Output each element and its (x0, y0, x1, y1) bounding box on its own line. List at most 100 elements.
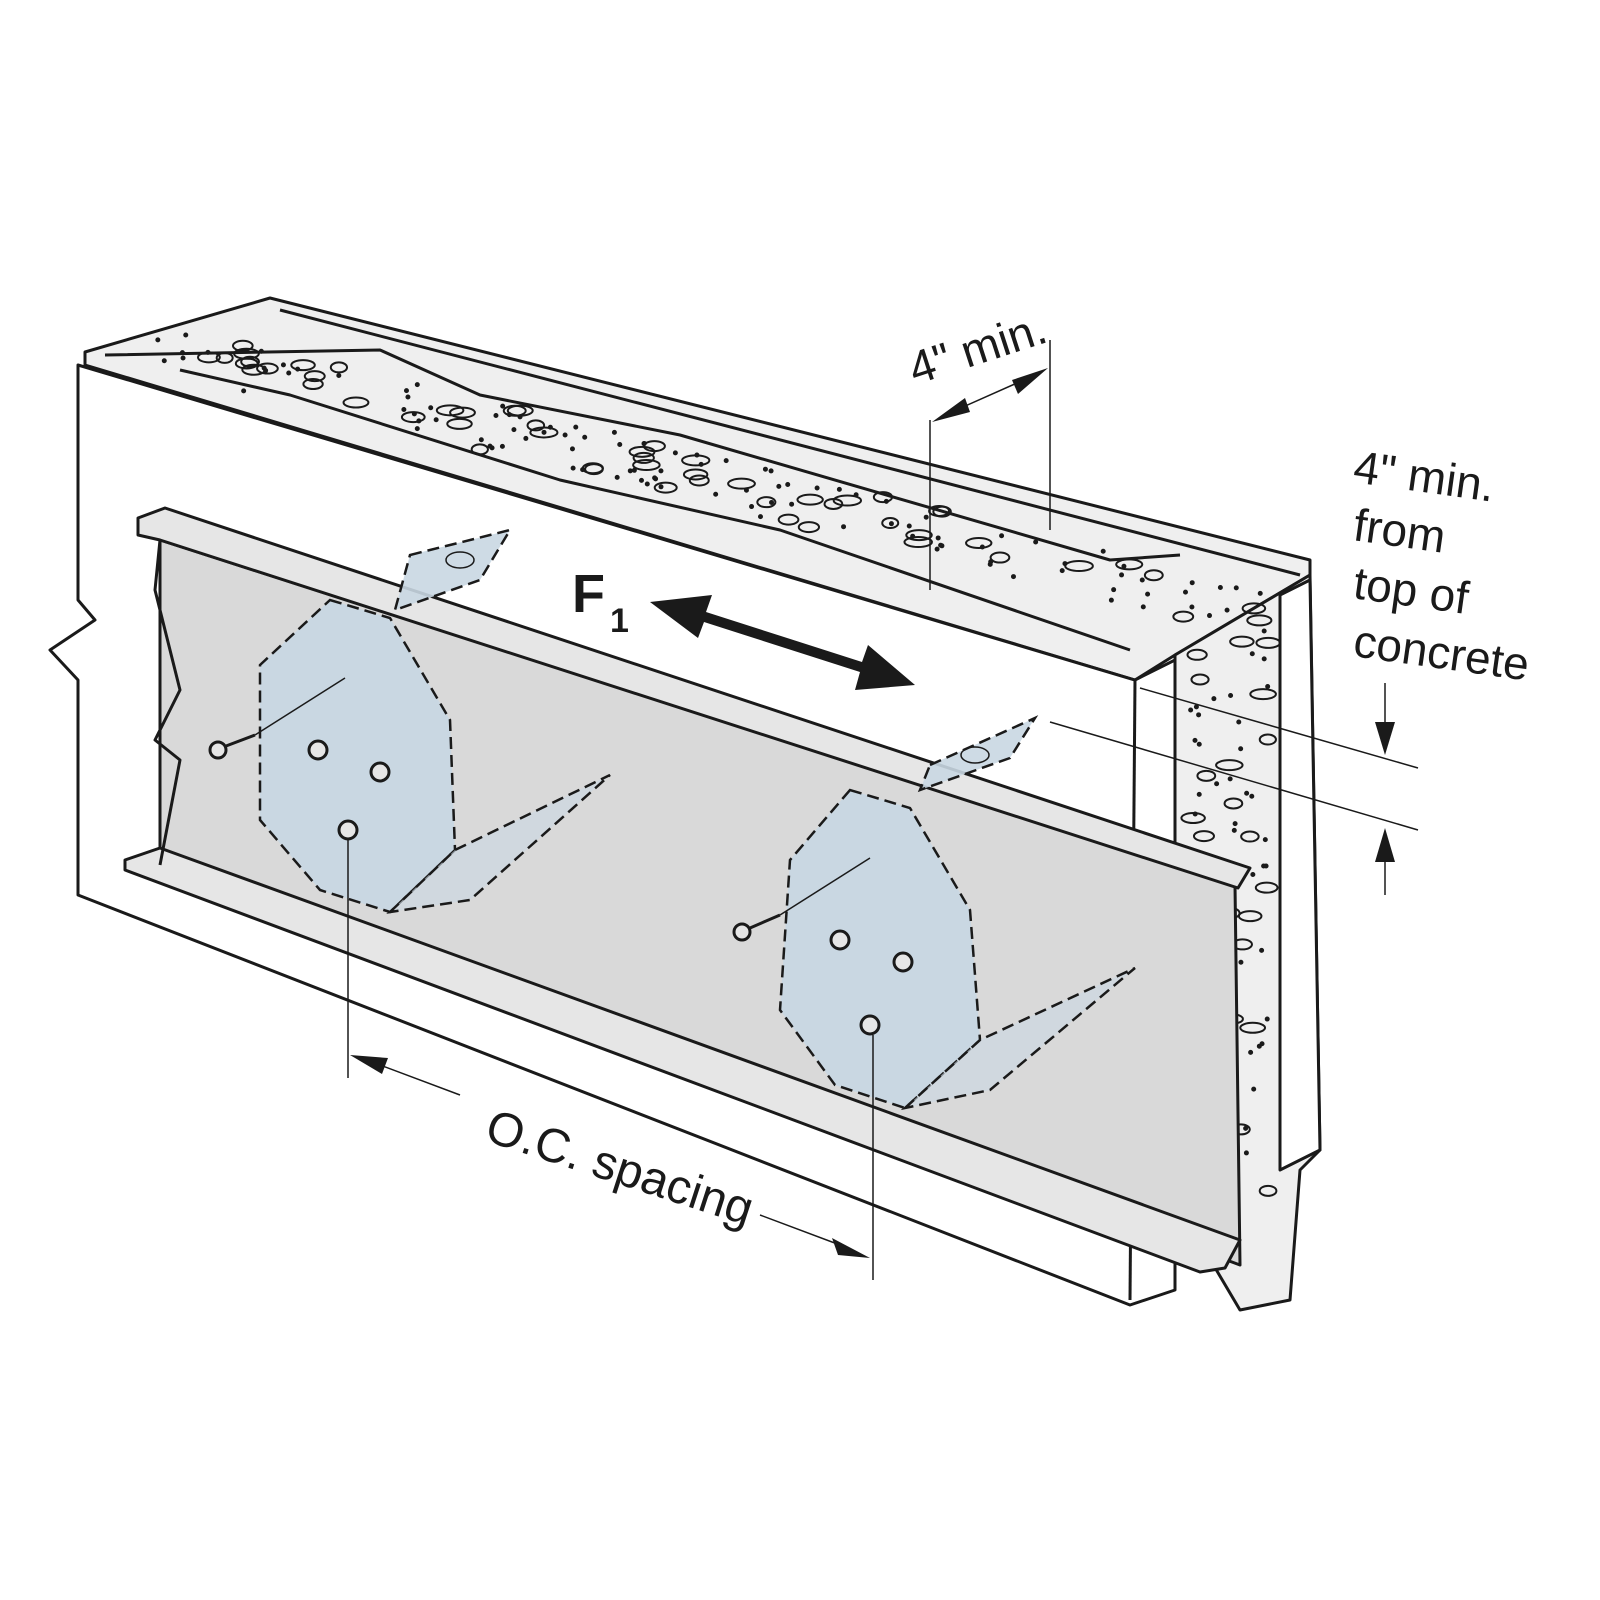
aggregate-mark (580, 467, 586, 473)
aggregate-mark (1172, 610, 1195, 623)
aggregate-mark (302, 378, 324, 391)
connector-plate-2 (778, 715, 1136, 1111)
aggregate-mark (303, 370, 326, 383)
aggregate-mark (493, 413, 499, 419)
aggregate-mark (1189, 580, 1195, 586)
aggregate-mark (584, 463, 604, 476)
aggregate-mark (180, 355, 186, 361)
aggregate-mark (688, 474, 710, 487)
aggregate-mark (1180, 812, 1206, 825)
aggregate-mark (611, 429, 617, 435)
aggregate-mark (183, 332, 189, 338)
aggregate-mark (1211, 696, 1217, 702)
aggregate-mark (523, 435, 529, 441)
aggregate-mark (1115, 558, 1144, 571)
aggregate-mark (1264, 1016, 1270, 1022)
aggregate-mark (582, 434, 588, 440)
aggregate-mark (905, 529, 933, 542)
aggregate-mark (1238, 746, 1244, 752)
aggregate-mark (1241, 602, 1267, 615)
aggregate-mark (242, 348, 248, 354)
aggregate-mark (541, 429, 547, 435)
aggregate-mark (1259, 947, 1265, 953)
aggregate-mark (1258, 1184, 1278, 1197)
aggregate-mark (449, 406, 476, 419)
aggregate-mark (499, 443, 505, 449)
aggregate-mark (641, 440, 647, 446)
aggregate-mark (756, 496, 777, 509)
aggregate-mark (1262, 837, 1268, 843)
aggregate-mark (841, 524, 847, 530)
aggregate-mark (1250, 871, 1256, 877)
aggregate-mark (627, 468, 633, 474)
aggregate-mark (1258, 733, 1277, 746)
aggregate-mark (769, 499, 775, 505)
aggregate-mark (526, 419, 546, 432)
aggregate-mark (1193, 704, 1199, 710)
aggregate-mark (632, 458, 661, 471)
aggregate-mark (573, 424, 579, 430)
aggregate-mark (1249, 651, 1255, 657)
aggregate-mark (280, 362, 286, 368)
aggregate-mark (987, 561, 993, 567)
aggregate-mark (989, 551, 1011, 564)
aggregate-mark (796, 493, 824, 506)
force-label: F (572, 564, 605, 624)
aggregate-mark (1143, 569, 1164, 582)
aggregate-mark (682, 468, 709, 481)
aggregate-mark (1140, 604, 1146, 610)
aggregate-mark (502, 404, 527, 417)
aggregate-mark (727, 477, 756, 490)
aggregate-mark (923, 514, 929, 520)
aggregate-mark (1227, 776, 1233, 782)
aggregate-mark (1196, 712, 1202, 718)
aggregate-mark (1231, 827, 1237, 833)
aggregate-mark (570, 465, 576, 471)
aggregate-mark (1010, 574, 1016, 580)
aggregate-mark (1240, 830, 1260, 843)
aggregate-mark (1196, 769, 1217, 782)
aggregate-mark (694, 452, 700, 458)
aggregate-mark (614, 474, 620, 480)
aggregate-mark (1249, 688, 1277, 701)
aggregate-mark (617, 441, 623, 447)
aggregate-mark (906, 523, 912, 529)
aggregate-mark (658, 468, 664, 474)
aggregate-mark (405, 394, 411, 400)
aggregate-mark (713, 491, 719, 497)
aggregate-mark (1121, 563, 1127, 569)
aggregate-mark (653, 481, 678, 494)
fasteners (208, 733, 914, 1036)
aggregate-mark (1189, 604, 1195, 610)
connector-plate-1 (258, 528, 611, 914)
aggregate-mark (403, 388, 409, 394)
aggregate-mark (342, 396, 370, 409)
aggregate-mark (832, 494, 863, 507)
svg-text:concrete: concrete (1351, 614, 1533, 690)
aggregate-mark (1259, 1041, 1265, 1047)
aggregate-mark (416, 418, 422, 424)
aggregate-mark (797, 521, 821, 534)
aggregate-mark (179, 350, 185, 356)
aggregate-mark (1228, 692, 1234, 698)
aggregate-mark (562, 432, 568, 438)
aggregate-mark (1256, 1043, 1262, 1049)
aggregate-mark (743, 487, 749, 493)
aggregate-mark (1261, 863, 1267, 869)
aggregate-mark (631, 467, 637, 473)
aggregate-mark (698, 461, 704, 467)
aggregate-mark (672, 450, 678, 456)
steel-ledger-top-flange (136, 506, 1252, 890)
aggregate-mark (1111, 587, 1117, 593)
aggregate-mark (511, 427, 517, 433)
aggregate-mark (757, 514, 763, 520)
aggregate-mark (632, 451, 655, 464)
aggregate-mark (1182, 589, 1188, 595)
aggregate-mark (256, 362, 279, 375)
aggregate-mark (1119, 572, 1125, 578)
aggregate-mark (1229, 635, 1255, 648)
aggregate-mark (290, 359, 316, 372)
aggregate-mark (1062, 561, 1068, 567)
